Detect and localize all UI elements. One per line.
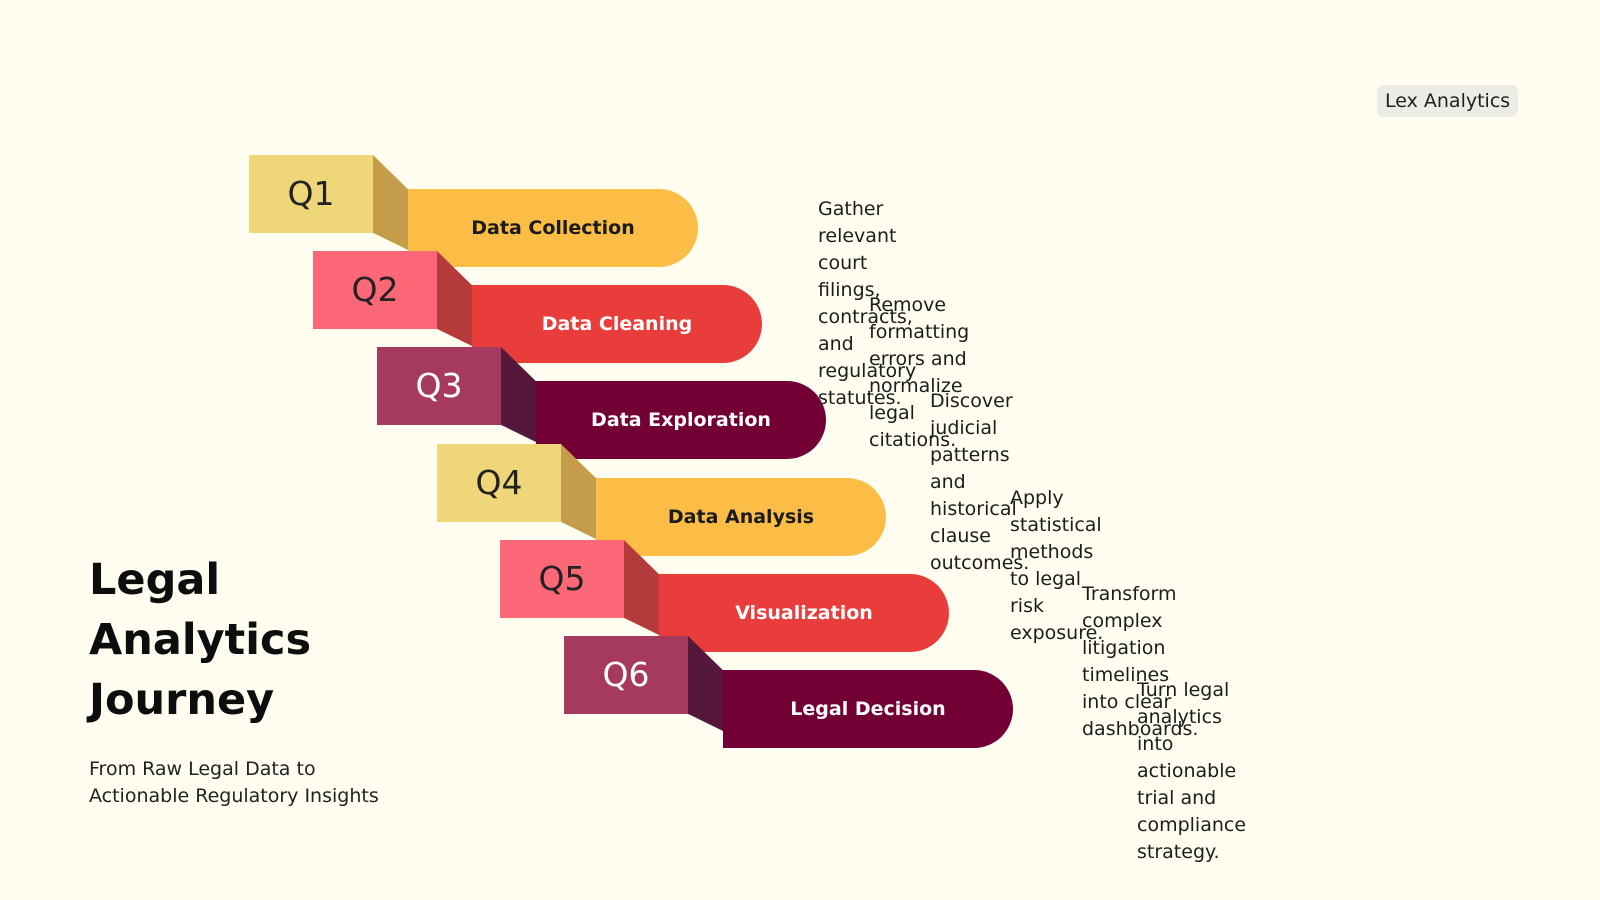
brand-badge: Lex Analytics	[1377, 85, 1519, 117]
step-quarter-tab: Q2	[313, 251, 437, 329]
step-description: Apply statistical methods to legal risk …	[1010, 485, 1103, 647]
step-fold	[373, 155, 408, 250]
step-description-line-2: trial and compliance strategy.	[1137, 787, 1247, 863]
step-pill: Visualization	[659, 574, 949, 652]
step-description-line-2: normalize legal citations.	[869, 375, 963, 451]
step-quarter: Q5	[538, 559, 586, 598]
step-name: Legal Decision	[790, 698, 946, 720]
step-description-line-1: Transform complex litigation	[1082, 583, 1177, 659]
step-name: Data Exploration	[591, 409, 771, 431]
step-pill: Data Exploration	[536, 381, 826, 459]
subtitle-line-2: Actionable Regulatory Insights	[89, 785, 379, 807]
title-line-2: Analytics	[89, 615, 312, 665]
step-description-line-1: Discover judicial patterns and	[930, 390, 1013, 493]
page-subtitle: From Raw Legal Data to Actionable Regula…	[89, 756, 379, 810]
step-quarter-tab: Q6	[564, 636, 688, 714]
step-description-line-2: historical clause outcomes.	[930, 498, 1030, 574]
step-quarter: Q2	[351, 270, 399, 309]
step-name: Data Analysis	[667, 506, 815, 528]
step-description-line-1: Remove formatting errors and	[869, 294, 970, 370]
step-quarter: Q6	[602, 655, 650, 694]
step-description-line-2: timelines into clear dashboards.	[1082, 664, 1199, 740]
step-quarter-tab: Q3	[377, 347, 501, 425]
step-description-line-2: contracts, and regulatory statutes.	[818, 306, 917, 409]
step-description: Turn legal analytics into actionable tri…	[1137, 677, 1246, 866]
subtitle-line-1: From Raw Legal Data to	[89, 758, 316, 780]
page-title: Legal Analytics Journey	[89, 550, 311, 730]
step-quarter: Q4	[475, 463, 523, 502]
title-line-3: Journey	[89, 675, 275, 725]
step-quarter-tab: Q4	[437, 444, 561, 522]
step-quarter: Q3	[415, 366, 463, 405]
step-pill: Data Analysis	[596, 478, 886, 556]
step-description: Gather relevant court filings, contracts…	[818, 196, 916, 412]
step-description-line-1: Gather relevant court filings,	[818, 198, 897, 301]
step-pill: Data Collection	[408, 189, 698, 267]
step-quarter-tab: Q5	[500, 540, 624, 618]
step-description-line-2: risk exposure.	[1010, 595, 1104, 644]
step-name: Data Cleaning	[541, 313, 693, 335]
step-description-line-1: Apply statistical methods to legal	[1010, 487, 1102, 590]
step-description: Discover judicial patterns and historica…	[930, 388, 1029, 577]
step-description: Remove formatting errors and normalize l…	[869, 292, 969, 454]
step-description-line-1: Turn legal analytics into actionable	[1137, 679, 1237, 782]
step-pill: Legal Decision	[723, 670, 1013, 748]
step-quarter-tab: Q1	[249, 155, 373, 233]
step-name: Data Collection	[471, 217, 635, 239]
step-pill: Data Cleaning	[472, 285, 762, 363]
title-line-1: Legal	[89, 555, 221, 605]
step-description: Transform complex litigation timelines i…	[1082, 581, 1198, 743]
step-quarter: Q1	[287, 174, 335, 213]
step-name: Visualization	[735, 602, 873, 624]
